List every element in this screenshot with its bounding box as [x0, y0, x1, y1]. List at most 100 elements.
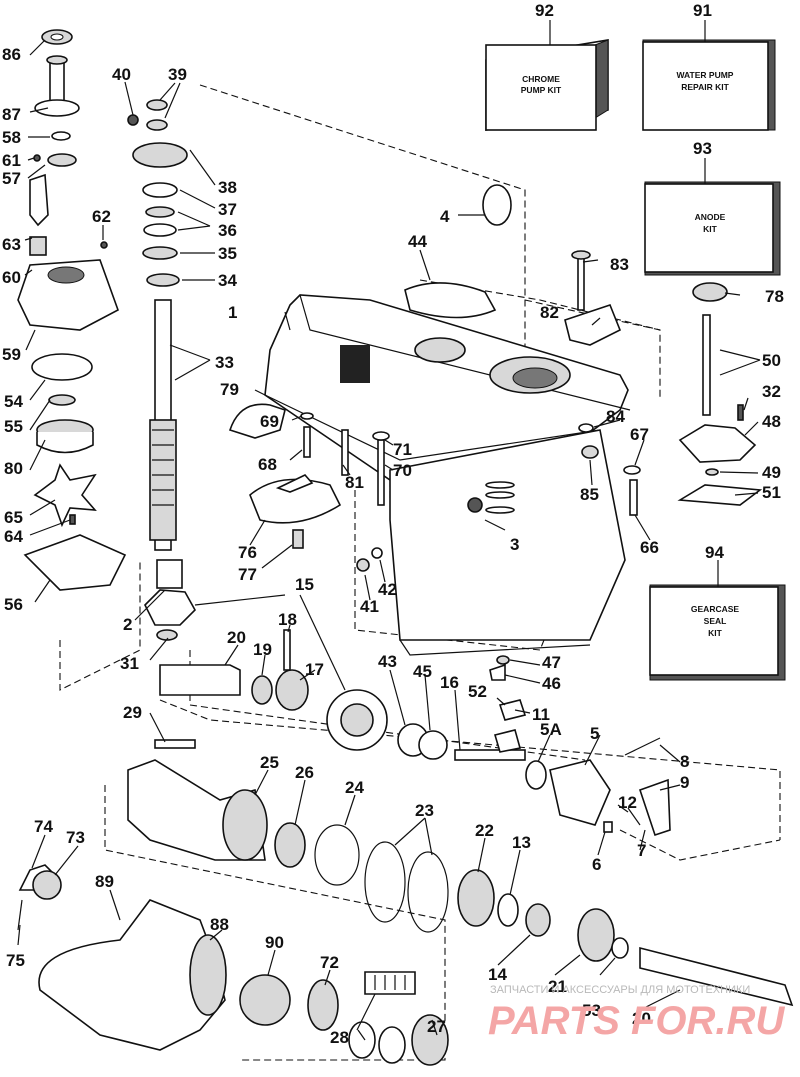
callout-93: 93: [693, 139, 712, 158]
callout-27: 27: [427, 1017, 446, 1036]
callout-38: 38: [218, 178, 237, 197]
dashed-group-outlines: [59, 84, 781, 1061]
callout-1: 1: [228, 303, 237, 322]
kit-chrome-pump[interactable]: CHROME PUMP KIT: [485, 39, 609, 131]
propeller-parts[interactable]: [17, 864, 449, 1066]
callout-40: 40: [112, 65, 131, 84]
callout-20-top: 20: [227, 628, 246, 647]
callout-91: 91: [693, 1, 712, 20]
callout-87: 87: [2, 105, 21, 124]
callout-9: 9: [680, 773, 689, 792]
callout-33: 33: [215, 353, 234, 372]
shift-and-anode-parts[interactable]: [564, 250, 763, 516]
kit-chrome-pump-line1: CHROME: [522, 74, 560, 84]
callout-71: 71: [393, 440, 412, 459]
kit-anode-line2: KIT: [703, 224, 718, 234]
callout-48: 48: [762, 412, 781, 431]
callout-72: 72: [320, 953, 339, 972]
callout-78: 78: [765, 287, 784, 306]
kit-chrome-pump-line2: PUMP KIT: [521, 85, 562, 95]
callout-50: 50: [762, 351, 781, 370]
callout-86: 86: [2, 45, 21, 64]
callout-67: 67: [630, 425, 649, 444]
callout-16: 16: [440, 673, 459, 692]
callout-43: 43: [378, 652, 397, 671]
callout-68: 68: [258, 455, 277, 474]
callout-23: 23: [415, 801, 434, 820]
kit-anode[interactable]: ANODE KIT: [644, 181, 781, 276]
callout-18: 18: [278, 610, 297, 629]
callout-52: 52: [468, 682, 487, 701]
callout-35: 35: [218, 244, 237, 263]
callout-59: 59: [2, 345, 21, 364]
callout-41: 41: [360, 597, 379, 616]
center-parts[interactable]: [154, 184, 515, 760]
callout-47: 47: [542, 653, 561, 672]
callout-53: 53: [582, 1001, 601, 1020]
kit-gearcase-line3: KIT: [708, 628, 723, 638]
kit-gearcase-seal[interactable]: GEARCASE SEAL KIT: [649, 584, 786, 681]
callout-22: 22: [475, 821, 494, 840]
callout-24: 24: [345, 778, 364, 797]
callout-46: 46: [542, 674, 561, 693]
callout-63: 63: [2, 235, 21, 254]
callout-19: 19: [253, 640, 272, 659]
callout-75: 75: [6, 951, 25, 970]
callout-65: 65: [4, 508, 23, 527]
callout-51: 51: [762, 483, 781, 502]
callout-31: 31: [120, 654, 139, 673]
callout-77: 77: [238, 565, 257, 584]
driveshaft-parts[interactable]: [127, 99, 196, 641]
callout-5: 5: [590, 724, 599, 743]
callout-89: 89: [95, 872, 114, 891]
gearcase-housing[interactable]: [264, 294, 631, 656]
callout-61: 61: [2, 151, 21, 170]
kit-water-pump-line2: REPAIR KIT: [681, 82, 729, 92]
callout-5a: 5A: [540, 720, 562, 739]
callout-11: 11: [532, 705, 550, 724]
callout-74: 74: [34, 817, 53, 836]
callout-4: 4: [440, 207, 450, 226]
callout-36: 36: [218, 221, 237, 240]
propshaft-and-bearings[interactable]: [127, 699, 794, 1007]
callout-81: 81: [345, 473, 364, 492]
callout-28: 28: [330, 1028, 349, 1047]
callout-32: 32: [762, 382, 781, 401]
callout-69: 69: [260, 412, 279, 431]
callout-88: 88: [210, 915, 229, 934]
callout-8: 8: [680, 752, 689, 771]
callout-numbers: 92 91 93 94 86 87 58 61 57 63 60 59 54 5…: [2, 1, 784, 1047]
callout-94: 94: [705, 543, 724, 562]
callout-15: 15: [295, 575, 314, 594]
callout-42: 42: [378, 580, 397, 599]
watermark: ЗАПЧАСТИ И АКСЕССУАРЫ ДЛЯ МОТОТЕХНИКИ PA…: [488, 984, 785, 1043]
callout-34: 34: [218, 271, 237, 290]
callout-82: 82: [540, 303, 559, 322]
callout-56: 56: [4, 595, 23, 614]
kit-gearcase-line1: GEARCASE: [691, 604, 740, 614]
callout-7: 7: [637, 841, 646, 860]
callout-85: 85: [580, 485, 599, 504]
callout-20-bottom: 20: [632, 1009, 651, 1028]
water-pump-parts[interactable]: [17, 29, 127, 591]
callout-57: 57: [2, 169, 21, 188]
callout-90: 90: [265, 933, 284, 952]
callout-64: 64: [4, 527, 23, 546]
callout-17: 17: [305, 660, 324, 679]
callout-12: 12: [618, 793, 637, 812]
kit-water-pump-line1: WATER PUMP: [677, 70, 734, 80]
callout-58: 58: [2, 128, 21, 147]
callout-83: 83: [610, 255, 629, 274]
callout-26: 26: [295, 763, 314, 782]
callout-44: 44: [408, 232, 427, 251]
watermark-brand: PARTS FOR.RU: [488, 999, 785, 1043]
callout-29: 29: [123, 703, 142, 722]
callout-3: 3: [510, 535, 519, 554]
callout-73: 73: [66, 828, 85, 847]
callout-13: 13: [512, 833, 531, 852]
kit-water-pump-repair[interactable]: WATER PUMP REPAIR KIT: [642, 39, 776, 131]
callout-37: 37: [218, 200, 237, 219]
callout-79: 79: [220, 380, 239, 399]
callout-80: 80: [4, 459, 23, 478]
